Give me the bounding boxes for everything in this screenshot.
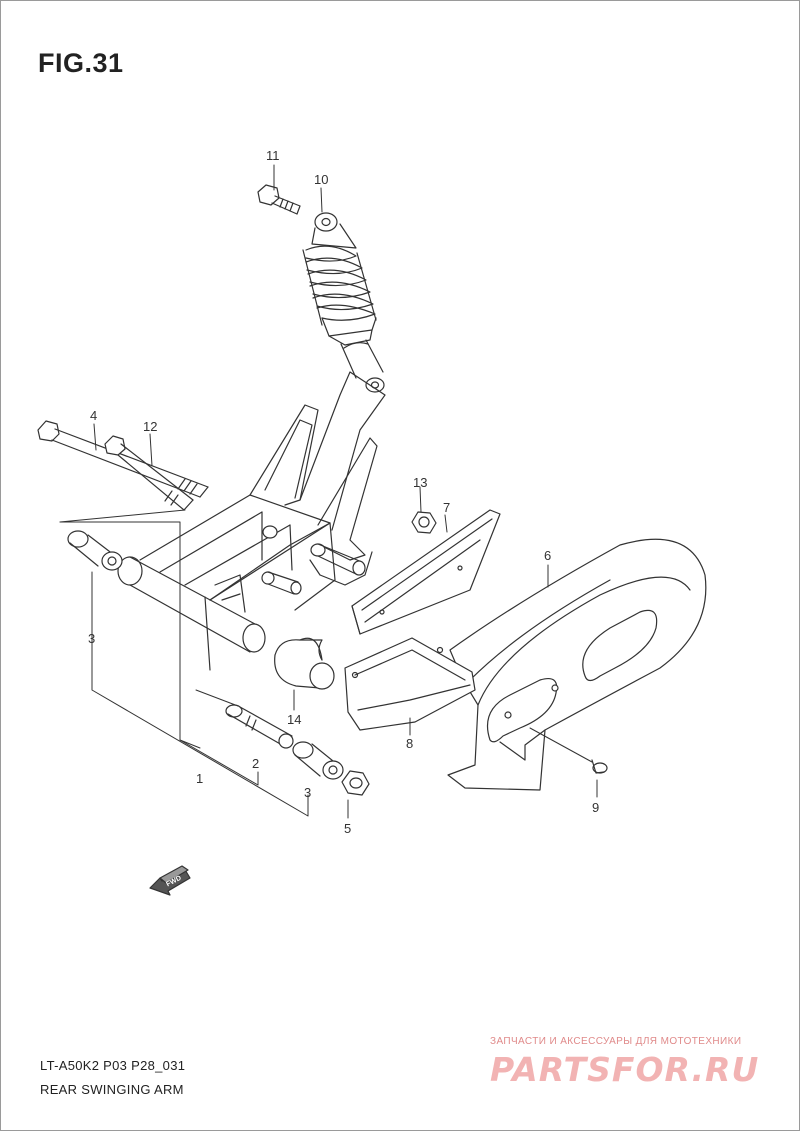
part-3-bushing-upper[interactable] bbox=[67, 530, 123, 571]
part-14-stopper[interactable] bbox=[274, 637, 335, 690]
callout-5: 5 bbox=[344, 821, 351, 836]
watermark-logo: PARTSFOR.RU bbox=[490, 1050, 760, 1089]
callout-4: 4 bbox=[90, 408, 97, 423]
callout-14: 14 bbox=[287, 712, 301, 727]
watermark-tagline: ЗАПЧАСТИ И АКСЕССУАРЫ ДЛЯ МОТОТЕХНИКИ bbox=[490, 1036, 742, 1047]
part-4-pivot-bolt[interactable] bbox=[37, 420, 209, 498]
callout-9: 9 bbox=[592, 800, 599, 815]
callout-2: 2 bbox=[252, 756, 259, 771]
diagram-name: REAR SWINGING ARM bbox=[40, 1082, 184, 1097]
part-6-chain-case[interactable] bbox=[447, 538, 707, 791]
callout-10: 10 bbox=[314, 172, 328, 187]
callout-6: 6 bbox=[544, 548, 551, 563]
part-13-nut[interactable] bbox=[411, 511, 437, 534]
part-3-bushing-lower[interactable] bbox=[292, 741, 344, 780]
part-2-collar[interactable] bbox=[225, 704, 294, 749]
callout-8: 8 bbox=[406, 736, 413, 751]
part-10-shock-absorber[interactable] bbox=[302, 212, 385, 393]
part-9-screw[interactable] bbox=[591, 759, 608, 774]
leader-lines bbox=[59, 164, 598, 819]
part-11-bolt[interactable] bbox=[257, 184, 301, 215]
callout-labels: 11 10 4 12 13 7 6 3 14 1 2 3 5 8 9 bbox=[88, 148, 599, 836]
callout-13: 13 bbox=[413, 475, 427, 490]
callout-11: 11 bbox=[266, 148, 280, 163]
figure-title: FIG.31 bbox=[38, 48, 124, 78]
callout-7: 7 bbox=[443, 500, 450, 515]
part-12-bolt[interactable] bbox=[104, 435, 194, 511]
part-7-chain-guide[interactable] bbox=[351, 509, 501, 635]
callout-3-upper: 3 bbox=[88, 631, 95, 646]
diagram-code: LT-A50K2 P03 P28_031 bbox=[40, 1058, 186, 1073]
part-8-bracket[interactable] bbox=[344, 637, 476, 731]
callout-12: 12 bbox=[143, 419, 157, 434]
part-1-swing-arm[interactable] bbox=[117, 371, 386, 671]
part-5-nut[interactable] bbox=[341, 770, 370, 796]
callout-3-lower: 3 bbox=[304, 785, 311, 800]
callout-1: 1 bbox=[196, 771, 203, 786]
fwd-arrow-icon: FWD bbox=[149, 865, 191, 896]
